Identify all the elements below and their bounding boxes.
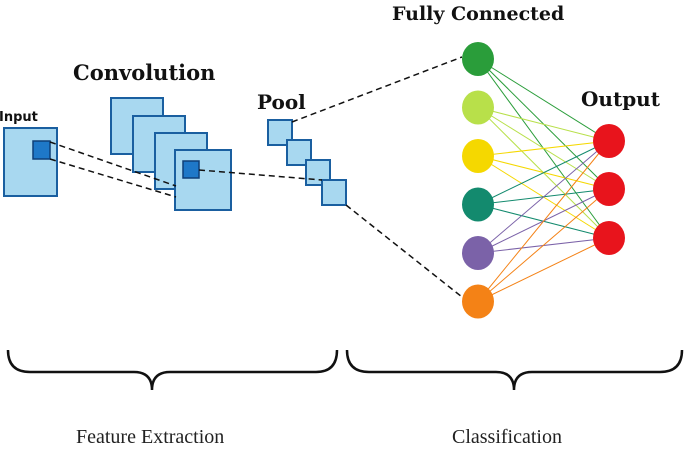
fc-node-purple — [462, 236, 494, 270]
classification-brace — [345, 349, 684, 391]
input-kernel — [32, 140, 51, 160]
fc-node-yellow — [462, 139, 494, 173]
connection-2-1 — [477, 107, 610, 142]
conv-pool-connector — [198, 169, 323, 181]
fc-node-orange — [462, 284, 494, 319]
fc-node-green — [462, 42, 494, 76]
pool-map-1 — [267, 119, 293, 146]
conv-kernel — [182, 160, 200, 179]
connection-6-1 — [477, 140, 610, 302]
pool-map-4 — [321, 179, 347, 206]
output-node-1 — [593, 124, 625, 158]
pool-label: Pool — [257, 90, 306, 114]
connection-6-2 — [477, 188, 610, 302]
fc-node-teal — [462, 187, 494, 222]
fc-layer — [462, 42, 494, 319]
input-conv-connector-2 — [49, 158, 177, 198]
connection-5-1 — [477, 140, 610, 254]
pool-fc-connector-top — [291, 56, 463, 123]
pool-fc-connector-bottom — [345, 204, 463, 298]
fc-connections — [477, 58, 610, 302]
fully-connected-label: Fully Connected — [392, 3, 564, 25]
connection-4-1 — [477, 140, 610, 205]
connection-3-1 — [477, 140, 610, 157]
conv-map-4 — [174, 149, 232, 211]
pool-map-3 — [305, 159, 331, 186]
input-conv-connector-1 — [49, 141, 177, 187]
output-label: Output — [581, 87, 661, 111]
output-node-2 — [593, 172, 625, 206]
classification-label: Classification — [452, 426, 562, 448]
connection-1-1 — [477, 58, 610, 142]
output-node-3 — [593, 221, 625, 255]
output-layer — [593, 124, 625, 255]
feature-extraction-label: Feature Extraction — [76, 426, 224, 448]
connection-6-3 — [477, 237, 610, 302]
fc-node-lime — [462, 90, 494, 125]
feature-extraction-brace — [6, 349, 339, 391]
convolution-label: Convolution — [73, 60, 215, 85]
input-label: Input — [0, 110, 38, 125]
input-map — [3, 127, 58, 197]
